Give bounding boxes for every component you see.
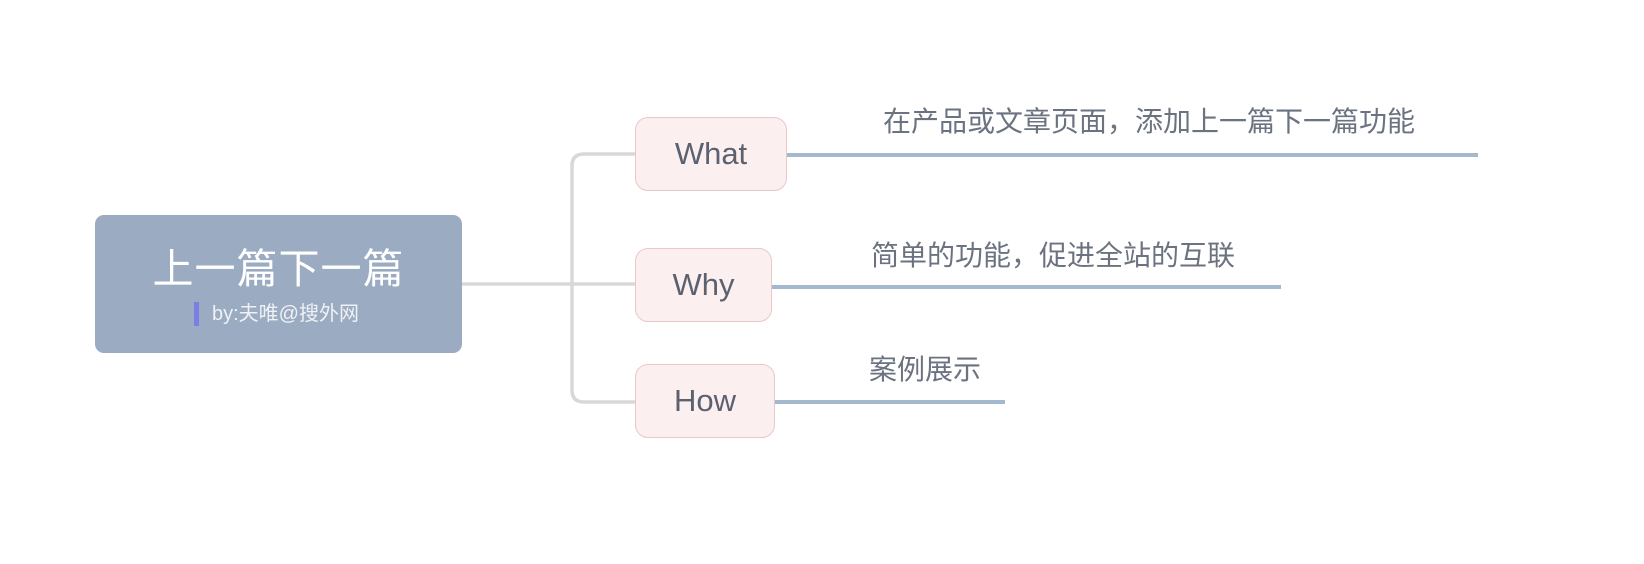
branch-node-what[interactable]: What (635, 117, 787, 191)
leaf-node-why[interactable]: 简单的功能，促进全站的互联 (871, 239, 1235, 273)
root-subtitle: by:夫唯@搜外网 (212, 302, 359, 325)
leaf-node-how[interactable]: 案例展示 (869, 353, 981, 387)
branch-label: What (674, 136, 748, 171)
root-title: 上一篇下一篇 (152, 245, 405, 292)
connector-branch-how (570, 284, 635, 404)
branch-label: Why (672, 267, 735, 302)
leaf-label: 简单的功能，促进全站的互联 (871, 240, 1236, 271)
leaf-label: 案例展示 (869, 354, 982, 385)
root-node[interactable]: 上一篇下一篇 by:夫唯@搜外网 (95, 215, 462, 353)
branch-node-how[interactable]: How (635, 364, 775, 438)
accent-bar-icon (194, 301, 199, 326)
branch-node-why[interactable]: Why (635, 248, 772, 322)
leaf-label: 在产品或文章页面，添加上一篇下一篇功能 (883, 106, 1416, 137)
leaf-node-what[interactable]: 在产品或文章页面，添加上一篇下一篇功能 (883, 105, 1415, 139)
root-subtitle-row: by:夫唯@搜外网 (194, 301, 359, 326)
connector-branch-what (570, 152, 635, 284)
branch-label: How (673, 383, 736, 418)
